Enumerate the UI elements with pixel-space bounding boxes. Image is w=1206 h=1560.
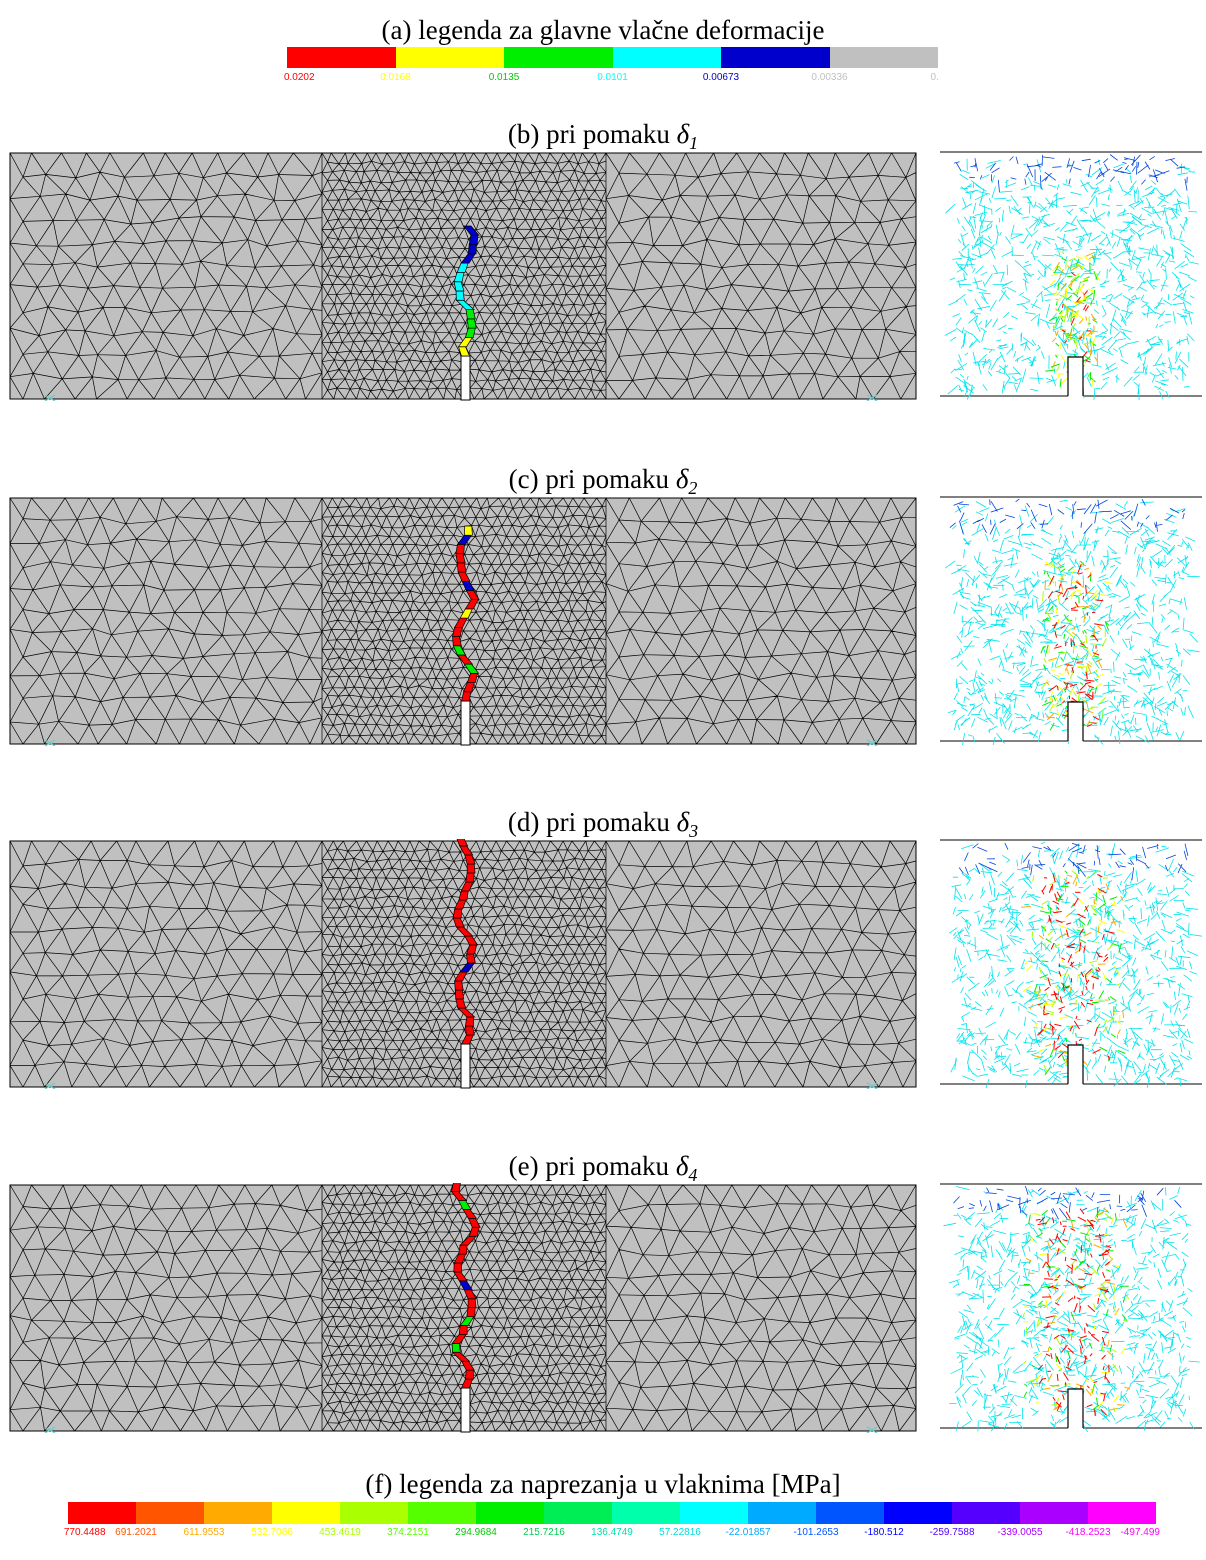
support-marker <box>866 739 878 746</box>
legend-tick-label: 532.7086 <box>251 1527 293 1538</box>
panel-caption: (d) pri pomaku δ3 <box>507 807 699 841</box>
legend-tick-label: 453.4619 <box>319 1527 361 1538</box>
fe-mesh-plot <box>9 839 917 1089</box>
panel-caption: (c) pri pomaku δ2 <box>508 464 698 498</box>
crack-element <box>454 989 465 1000</box>
support-marker <box>866 1082 878 1089</box>
fe-mesh-plot <box>9 152 917 401</box>
legend-swatch <box>884 1502 952 1524</box>
legend-tick-label: 0.00336 <box>811 72 848 83</box>
legend-tick-label: 136.4749 <box>591 1527 633 1538</box>
legend-tick-label: 374.2151 <box>387 1527 429 1538</box>
legend-swatch <box>612 47 721 68</box>
legend-tick-label: 0.0135 <box>488 72 520 83</box>
crack-element <box>451 1183 461 1192</box>
legend-swatch <box>68 1502 136 1524</box>
crack-element <box>466 953 476 964</box>
crack-element <box>464 525 473 536</box>
legend-tick-label: 215.7216 <box>523 1527 565 1538</box>
legend-f-caption: (f) legenda za naprezanja u vlaknima [MP… <box>365 1469 841 1499</box>
legend-swatch <box>408 1502 476 1524</box>
legend-swatch <box>680 1502 748 1524</box>
legend-tick-label: -339.0055 <box>997 1527 1043 1538</box>
crack-element <box>456 839 469 847</box>
legend-a-caption: (a) legenda za glavne vlačne deformacije <box>381 15 825 45</box>
legend-swatch <box>748 1502 816 1524</box>
legend-tick-label: 0.0101 <box>597 72 628 83</box>
crack-element <box>458 1325 468 1335</box>
support-marker <box>44 739 56 746</box>
crack-element <box>467 1298 477 1308</box>
support-marker <box>44 1426 56 1433</box>
legend-tick-label: 691.2021 <box>115 1527 157 1538</box>
legend-swatch <box>136 1502 204 1524</box>
fiber-stress-plot <box>940 839 1202 1088</box>
legend-swatch <box>952 1502 1020 1524</box>
legend-tick-label: -22.01857 <box>725 1527 771 1538</box>
crack-element <box>454 980 464 991</box>
legend-swatch <box>395 47 504 68</box>
legend-f-colorbar <box>68 1502 1156 1524</box>
crack-element <box>468 234 479 245</box>
fiber-stress-plot <box>940 1183 1202 1432</box>
crack-element <box>465 1025 475 1036</box>
legend-tick-label: -101.2653 <box>793 1527 839 1538</box>
legend-tick-label: -259.7588 <box>929 1527 975 1538</box>
crack-element <box>452 636 462 647</box>
legend-tick-label: -418.2523 <box>1065 1527 1111 1538</box>
crack-element <box>467 244 477 255</box>
legend-tick-label: 0.00673 <box>702 72 740 83</box>
support-marker <box>866 394 878 401</box>
legend-swatch <box>204 1502 272 1524</box>
crack-element <box>465 872 475 883</box>
legend-tick-label: -497.499 <box>1120 1527 1160 1538</box>
crack-element <box>466 863 476 874</box>
legend-tick-label: 294.9684 <box>455 1527 497 1538</box>
fe-mesh-plot <box>9 497 917 746</box>
legend-tick-label: 57.22816 <box>659 1527 701 1538</box>
fiber-stress-plot <box>940 151 1202 400</box>
crack-element <box>463 225 480 236</box>
legend-swatch <box>504 47 613 68</box>
fe-mesh-plot <box>9 1183 917 1433</box>
legend-tick-label: 0.0168 <box>380 72 411 83</box>
legend-swatch <box>612 1502 680 1524</box>
crack-element <box>453 1262 463 1273</box>
legend-swatch <box>816 1502 884 1524</box>
support-marker <box>44 394 56 401</box>
legend-tick-label: 611.9553 <box>183 1527 225 1538</box>
legend-swatch <box>287 47 396 68</box>
crack-element <box>465 1016 475 1027</box>
legend-swatch <box>272 1502 340 1524</box>
crack-element <box>466 318 477 329</box>
crack-element <box>455 290 465 301</box>
support-marker <box>866 1426 878 1433</box>
support-marker <box>44 1082 56 1089</box>
legend-tick-label: 770.4488 <box>63 1527 106 1538</box>
crack-element <box>452 908 463 919</box>
legend-a-colorbar <box>287 47 938 68</box>
legend-f-labels: 770.4488 691.2021 611.9553 532.7086 453.4619… <box>0 1527 1206 1539</box>
fiber-stress-plot <box>940 496 1202 745</box>
panel-caption: (e) pri pomaku δ4 <box>508 1151 698 1185</box>
legend-a-labels: 0.0202 0.0168 0.0135 0.0101 0.00673 0.00336 0. <box>0 72 1206 84</box>
panel-caption: (b) pri pomaku δ1 <box>507 119 699 153</box>
legend-swatch <box>544 1502 612 1524</box>
legend-tick-label: -180.512 <box>864 1527 904 1538</box>
legend-tick-label: 0. <box>930 72 939 83</box>
crack-element <box>451 1343 461 1353</box>
legend-tick-label: 0.0202 <box>283 72 315 83</box>
legend-swatch <box>1088 1502 1156 1524</box>
crack-element <box>456 562 467 573</box>
legend-swatch <box>721 47 830 68</box>
crack-element <box>455 544 465 554</box>
crack-element <box>465 1369 474 1380</box>
legend-swatch <box>476 1502 544 1524</box>
legend-swatch <box>829 47 938 68</box>
crack-element <box>466 1307 476 1317</box>
legend-swatch <box>1020 1502 1088 1524</box>
crack-element <box>458 1244 468 1255</box>
legend-swatch <box>340 1502 408 1524</box>
